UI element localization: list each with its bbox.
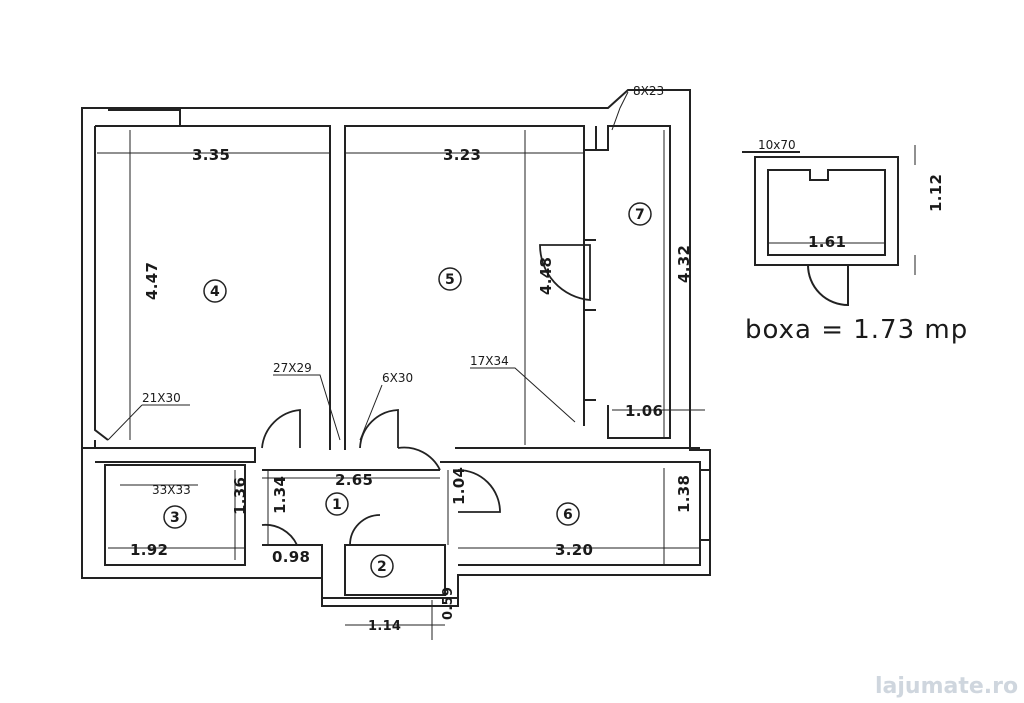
- leader-lines: [107, 91, 629, 486]
- dim-room3-height: 1.36: [231, 477, 249, 515]
- dim-room7-width: 1.06: [625, 402, 663, 420]
- dim-boxa-width: 1.61: [808, 233, 846, 251]
- storage-plan: [742, 145, 916, 307]
- room-3-label: 3: [170, 510, 180, 526]
- dim-boxa-height: 1.12: [927, 174, 945, 212]
- opening-17x34: 17X34: [470, 354, 509, 368]
- dim-room4-height: 4.47: [143, 262, 161, 300]
- room-4-label: 4: [210, 284, 220, 300]
- dim-hall-door: 1.04: [450, 467, 468, 505]
- dim-room6-width: 3.20: [555, 541, 593, 559]
- opening-6x30: 6X30: [382, 371, 413, 385]
- room-2-label: 2: [377, 559, 387, 575]
- doors: [261, 244, 591, 546]
- dim-room5-height: 4.48: [537, 257, 555, 295]
- dim-hall-width: 2.65: [335, 471, 373, 489]
- dim-room5-width: 3.23: [443, 146, 481, 164]
- opening-27x29: 27X29: [273, 361, 312, 375]
- dim-room7-height: 4.32: [675, 245, 693, 283]
- opening-8x23: 8X23: [633, 84, 664, 98]
- room-1-label: 1: [332, 497, 342, 513]
- dim-room2-width: 1.14: [368, 619, 401, 634]
- dim-room6-height: 1.38: [675, 475, 693, 513]
- walls: [81, 89, 711, 607]
- dim-hall-height: 1.34: [271, 476, 289, 514]
- room-5-label: 5: [445, 272, 455, 288]
- dim-room3-width: 1.92: [130, 541, 168, 559]
- watermark: lajumate.ro: [875, 674, 1018, 699]
- opening-10x70: 10x70: [758, 138, 796, 152]
- room-6-label: 6: [563, 507, 573, 523]
- room-7-label: 7: [635, 207, 645, 223]
- opening-33x33: 33X33: [152, 483, 191, 497]
- dim-room2-height: 0.59: [441, 587, 456, 620]
- opening-21x30: 21X30: [142, 391, 181, 405]
- room-circles: [163, 202, 652, 578]
- dim-hall-small: 0.98: [272, 548, 310, 566]
- storage-area-label: boxa = 1.73 mp: [745, 315, 968, 345]
- dim-room4-width: 3.35: [192, 146, 230, 164]
- dimension-lines: [97, 130, 705, 640]
